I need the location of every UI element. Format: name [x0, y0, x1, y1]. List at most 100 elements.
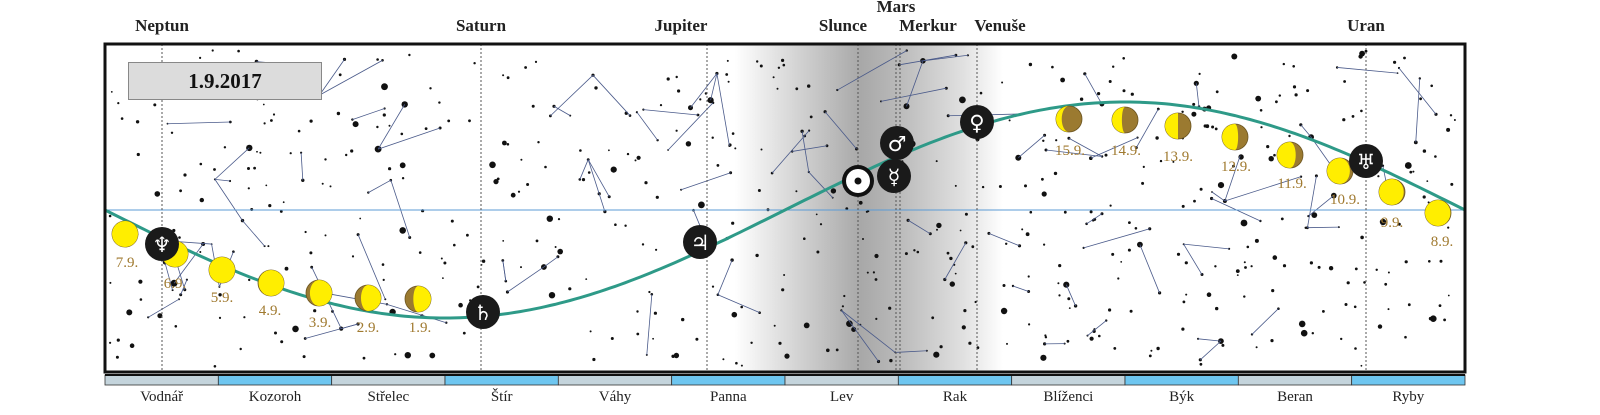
star — [825, 144, 829, 148]
star — [1129, 309, 1133, 313]
star — [803, 237, 806, 240]
star — [592, 357, 596, 362]
star — [1092, 329, 1096, 333]
star — [862, 238, 864, 240]
star — [731, 132, 735, 135]
zodiac-label: Štír — [491, 388, 513, 405]
star — [1422, 195, 1426, 199]
star — [267, 245, 270, 248]
moon-date-label: 2.9. — [357, 320, 380, 336]
star — [300, 151, 303, 154]
moon-phase: 2.9. — [354, 284, 382, 336]
constellation-line — [824, 111, 857, 150]
mercury-icon[interactable]: ☿ — [877, 159, 911, 193]
zodiac-segment — [671, 374, 786, 386]
star — [336, 111, 341, 116]
star — [773, 324, 776, 327]
planet-label: Uran — [1347, 16, 1385, 35]
star — [726, 59, 729, 62]
star — [1344, 303, 1348, 306]
planet-symbol: ♃ — [691, 231, 710, 255]
moon-phase: 14.9. — [1111, 106, 1141, 159]
star — [913, 249, 916, 252]
saturn-icon[interactable]: ♄ — [466, 295, 500, 329]
star — [1304, 226, 1307, 229]
star — [309, 251, 313, 255]
star — [781, 288, 785, 292]
star — [394, 353, 397, 356]
star — [213, 168, 216, 171]
star — [1360, 364, 1363, 367]
star — [650, 293, 654, 296]
star — [324, 234, 327, 237]
star — [502, 74, 505, 77]
constellation-line — [148, 298, 180, 318]
constellation-line — [801, 131, 810, 173]
constellation-line — [386, 303, 447, 324]
star — [1215, 306, 1219, 311]
star — [858, 200, 863, 205]
star — [1300, 329, 1308, 337]
star — [1351, 115, 1355, 118]
star — [1122, 57, 1125, 60]
constellation-line — [1135, 108, 1159, 148]
star — [1255, 346, 1258, 349]
star — [1443, 318, 1446, 322]
star — [218, 316, 222, 319]
star — [759, 64, 763, 68]
venus-icon[interactable]: ♀ — [960, 105, 994, 139]
star — [447, 119, 451, 123]
zodiac-label: Kozoroh — [249, 389, 302, 405]
star — [1130, 92, 1134, 96]
moon-date-label: 7.9. — [116, 255, 139, 271]
star — [731, 221, 735, 225]
star — [851, 327, 857, 332]
star — [826, 348, 830, 353]
star — [1397, 222, 1401, 226]
star — [279, 210, 283, 213]
star — [1134, 227, 1138, 230]
star — [139, 298, 143, 301]
constellation-line — [507, 266, 545, 293]
star — [963, 309, 967, 313]
star — [931, 316, 935, 320]
star — [135, 120, 140, 124]
zodiac-label: Panna — [710, 389, 747, 405]
star — [1419, 97, 1422, 101]
star — [581, 178, 586, 182]
jupiter-icon[interactable]: ♃ — [683, 225, 717, 259]
planet-symbol: ♅ — [1357, 150, 1376, 174]
uranus-icon[interactable]: ♅ — [1349, 144, 1383, 178]
constellation-line — [1183, 243, 1230, 250]
constellation-line — [717, 294, 760, 314]
star — [1427, 201, 1430, 204]
star — [1182, 300, 1186, 304]
star — [681, 317, 685, 322]
star — [1364, 49, 1368, 53]
sun-icon[interactable]: ☉ — [842, 165, 874, 197]
star — [1113, 347, 1117, 350]
constellation-line — [357, 234, 386, 300]
star — [1041, 177, 1044, 181]
star — [974, 300, 977, 304]
star — [1055, 139, 1058, 142]
star — [874, 278, 878, 281]
constellation-line — [1200, 340, 1222, 361]
star — [424, 127, 428, 130]
star — [466, 233, 469, 237]
star — [782, 63, 786, 67]
star — [1311, 332, 1315, 335]
zodiac-label: Býk — [1169, 389, 1195, 405]
star — [677, 89, 681, 93]
star — [624, 224, 627, 227]
star — [376, 125, 379, 129]
constellation-line — [988, 233, 1020, 247]
star — [1199, 187, 1203, 191]
star — [399, 227, 407, 234]
star — [636, 310, 639, 313]
neptune-icon[interactable]: ♆ — [145, 227, 179, 261]
star — [1185, 293, 1188, 296]
mars-icon[interactable]: ♂ — [880, 126, 914, 160]
star — [875, 317, 878, 320]
star — [772, 76, 775, 79]
